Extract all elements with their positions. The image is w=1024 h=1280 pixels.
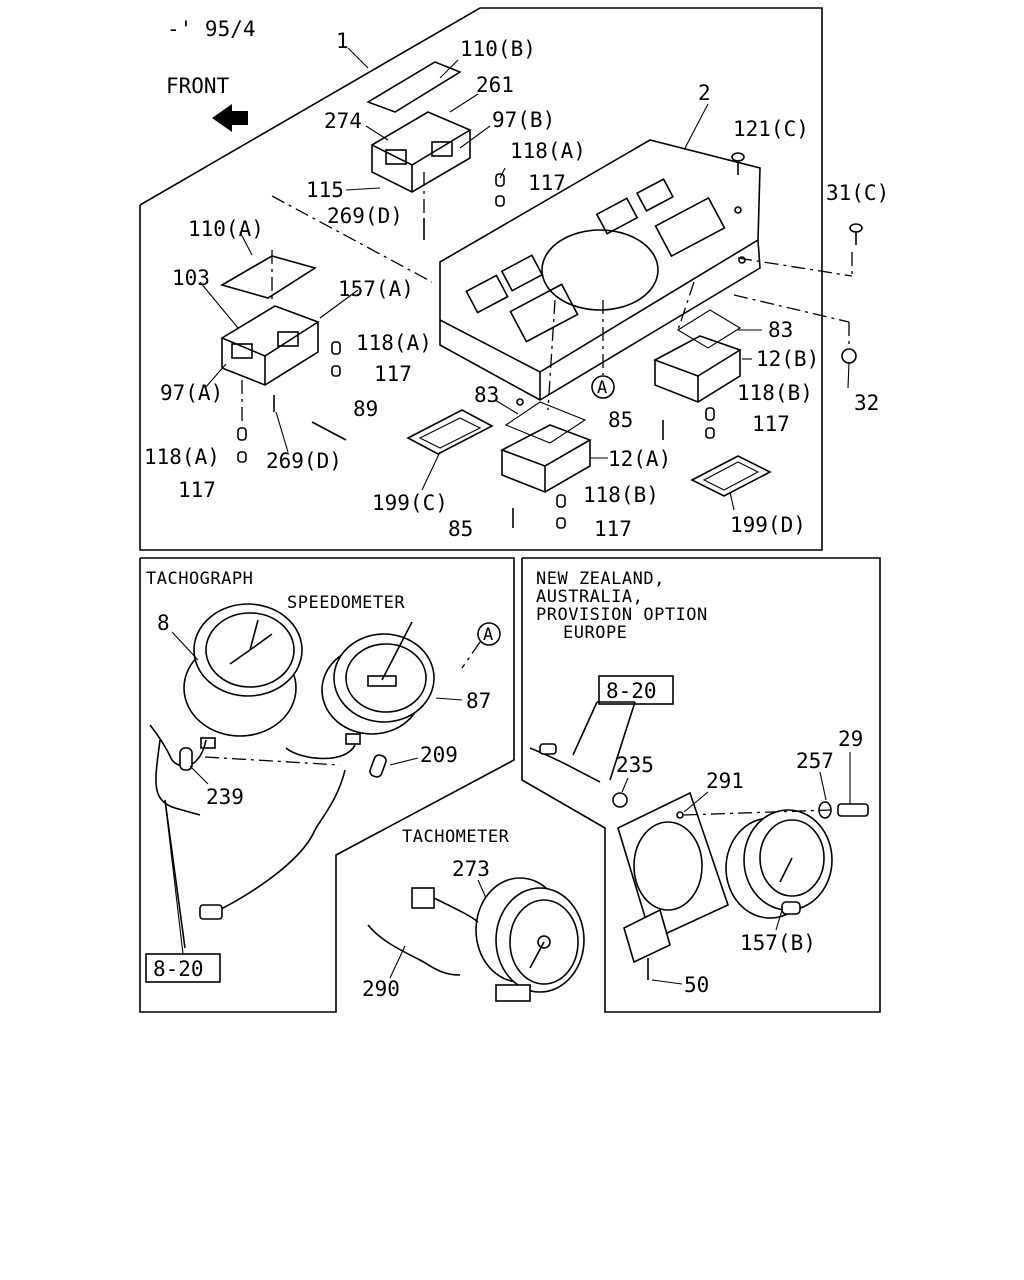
switch-12a <box>500 401 592 493</box>
leader-lines-lower <box>171 631 851 985</box>
svg-text:8-20: 8-20 <box>606 679 657 703</box>
callout-12a: 12(A) <box>608 447 671 471</box>
callout-97a: 97(A) <box>160 381 223 405</box>
caption-tachograph: TACHOGRAPH <box>146 569 253 589</box>
center-lines <box>204 172 853 766</box>
callout-85-1: 85 <box>608 408 633 432</box>
callout-31c: 31(C) <box>826 181 889 205</box>
callout-209: 209 <box>420 743 458 767</box>
ref-box-8-20-a: 8-20 <box>598 675 674 705</box>
regional-wiring <box>529 701 869 980</box>
callout-118b-2: 118(B) <box>583 483 659 507</box>
svg-text:A: A <box>483 625 494 645</box>
part-callouts: 1 110(B) 261 274 97(B) 2 121(C) 118(A) 1… <box>144 29 889 1001</box>
frame-top-panel <box>139 7 823 551</box>
callout-8: 8 <box>157 611 170 635</box>
callout-83-2: 83 <box>474 383 499 407</box>
frame-regional-panel <box>521 557 881 1013</box>
callout-117-4: 117 <box>178 478 216 502</box>
callout-261: 261 <box>476 73 514 97</box>
switch-housing-left <box>219 255 320 386</box>
tachograph-cables <box>149 724 387 949</box>
callout-199c: 199(C) <box>372 491 448 515</box>
callout-87: 87 <box>466 689 491 713</box>
svg-text:A: A <box>597 378 608 398</box>
hardware <box>237 152 863 529</box>
cluster-bezel <box>439 139 761 406</box>
callout-121c: 121(C) <box>733 117 809 141</box>
callout-110a: 110(A) <box>188 217 264 241</box>
ref-marker-a-2: A <box>461 622 501 669</box>
callout-239: 239 <box>206 785 244 809</box>
ref-marker-a-1: A <box>591 375 615 399</box>
callout-117-2: 117 <box>374 362 412 386</box>
tachometer-unit <box>367 877 585 1002</box>
callout-50: 50 <box>684 973 709 997</box>
date-code: -' 95/4 <box>167 17 256 41</box>
callout-97b: 97(B) <box>492 108 555 132</box>
callout-235: 235 <box>616 753 654 777</box>
callout-89: 89 <box>353 397 378 421</box>
speedometer-unit <box>321 621 435 745</box>
callout-157a: 157(A) <box>338 277 414 301</box>
callout-274: 274 <box>324 109 362 133</box>
regional-bracket <box>617 791 729 964</box>
gauge-157b <box>725 809 833 919</box>
switch-12b <box>653 309 742 403</box>
callout-12b: 12(B) <box>756 347 819 371</box>
callout-117-3: 117 <box>752 412 790 436</box>
front-label: FRONT <box>166 74 230 98</box>
callout-157b: 157(B) <box>740 931 816 955</box>
callout-269d-1: 269(D) <box>327 204 403 228</box>
front-arrow-icon <box>212 104 248 132</box>
callout-29: 29 <box>838 727 863 751</box>
callout-83-1: 83 <box>768 318 793 342</box>
callout-118a-2: 118(A) <box>356 331 432 355</box>
caption-region-4: EUROPE <box>563 623 627 643</box>
callout-117-1: 117 <box>528 171 566 195</box>
svg-text:8-20: 8-20 <box>153 957 204 981</box>
label-plate-199d <box>690 455 772 497</box>
clip-89 <box>311 421 347 441</box>
callout-118a-1: 118(A) <box>510 139 586 163</box>
callout-2: 2 <box>698 81 711 105</box>
callout-85-2: 85 <box>448 517 473 541</box>
callout-118a-3: 118(A) <box>144 445 220 469</box>
leader-lines <box>199 47 850 511</box>
callout-117-5: 117 <box>594 517 632 541</box>
tachograph-unit <box>183 603 303 749</box>
callout-257: 257 <box>796 749 834 773</box>
callout-290: 290 <box>362 977 400 1001</box>
caption-tachometer: TACHOMETER <box>402 827 510 847</box>
callout-110b: 110(B) <box>460 37 536 61</box>
callout-291: 291 <box>706 769 744 793</box>
frame-tachograph-panel <box>139 557 515 1013</box>
callout-273: 273 <box>452 857 490 881</box>
caption-region-1: NEW ZEALAND, <box>536 569 665 589</box>
callout-115: 115 <box>306 178 344 202</box>
caption-region-2: AUSTRALIA, <box>536 587 643 607</box>
label-plate-199c <box>406 409 494 455</box>
callout-103: 103 <box>172 266 210 290</box>
callout-32: 32 <box>854 391 879 415</box>
caption-speedometer: SPEEDOMETER <box>287 593 405 613</box>
callout-199d: 199(D) <box>730 513 806 537</box>
callout-269d-2: 269(D) <box>266 449 342 473</box>
callout-118b-1: 118(B) <box>737 381 813 405</box>
ref-box-8-20-b: 8-20 <box>145 799 221 983</box>
callout-1: 1 <box>336 29 349 53</box>
switch-housing-upper <box>366 61 472 193</box>
caption-region-3: PROVISION OPTION <box>536 605 708 625</box>
